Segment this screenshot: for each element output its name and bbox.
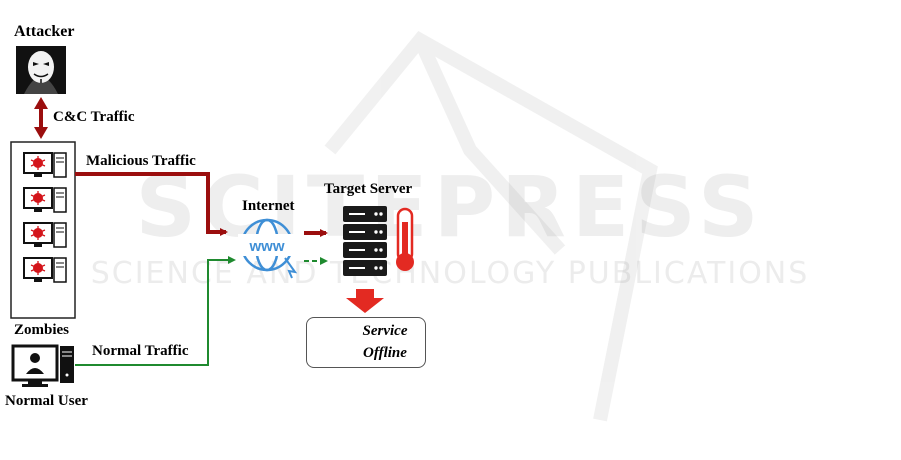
normal-traffic-label: Normal Traffic: [92, 343, 189, 360]
globe-www-text: www: [248, 238, 284, 255]
normal-user-label: Normal User: [5, 393, 88, 410]
zombie-computer: [24, 258, 66, 282]
target-server-label: Target Server: [324, 181, 412, 198]
thermometer-icon: [396, 209, 414, 271]
target-server-icon: [343, 206, 387, 276]
zombies-label: Zombies: [14, 322, 69, 339]
cc-traffic-label: C&C Traffic: [53, 109, 135, 126]
normal-user-icon: [13, 346, 74, 387]
malicious-traffic-line: [75, 174, 226, 232]
internet-label: Internet: [242, 198, 295, 215]
cc-traffic-arrow: [34, 97, 48, 139]
zombie-computer: [24, 188, 66, 212]
malicious-traffic-label: Malicious Traffic: [86, 153, 196, 170]
zombie-computer: [24, 223, 66, 247]
server-down-arrow: [346, 289, 384, 313]
service-offline-line1: Service: [350, 323, 420, 340]
zombie-computer: [24, 153, 66, 177]
attacker-icon: [16, 46, 66, 94]
attacker-label: Attacker: [14, 23, 74, 41]
service-offline-line2: Offline: [350, 345, 420, 362]
